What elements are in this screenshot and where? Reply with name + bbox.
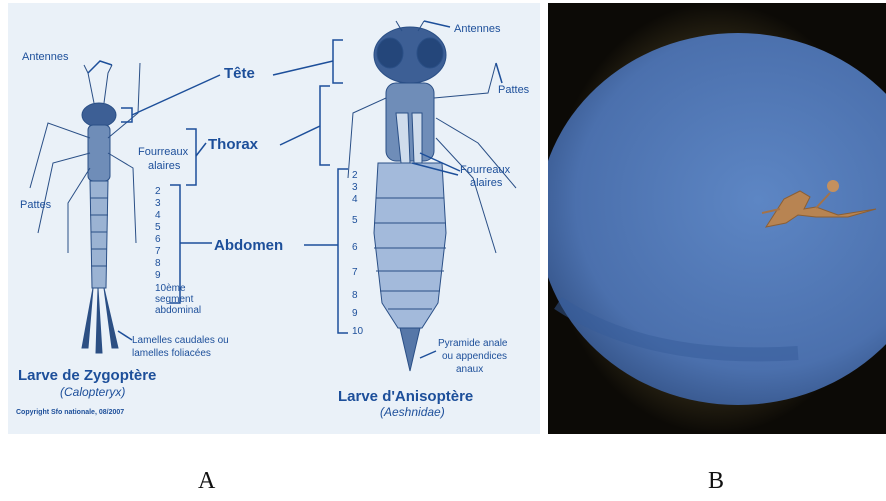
label-fourreaux-right-2: alaires <box>470 177 503 189</box>
segment-right-7: 7 <box>352 267 358 278</box>
panel-label-b: B <box>708 468 724 495</box>
label-antennes-left: Antennes <box>22 51 69 63</box>
panel-a-diagram: Antennes Pattes Fourreaux alaires Tête T… <box>8 3 540 434</box>
segment-right-9: 9 <box>352 308 358 319</box>
label-pyramide-3: anaux <box>456 364 483 375</box>
segment-numbers-left: 2 3 4 5 6 7 8 9 10ème segment abdominal <box>155 186 201 316</box>
segment-left-3: 3 <box>155 198 161 209</box>
segment-right-5: 5 <box>352 215 358 226</box>
label-pyramide-1: Pyramide anale <box>438 338 508 349</box>
larvae-diagram: Antennes Pattes Fourreaux alaires Tête T… <box>8 3 540 434</box>
label-pyramide-2: ou appendices <box>442 351 507 362</box>
label-antennes-right: Antennes <box>454 23 501 35</box>
zygoptera-subtitle: (Calopteryx) <box>60 385 125 399</box>
segment-left-10-line2: segment <box>155 294 194 305</box>
label-pattes-left: Pattes <box>20 199 52 211</box>
segment-right-10: 10 <box>352 326 364 337</box>
panel-b-photo <box>548 3 886 434</box>
label-pattes-right: Pattes <box>498 84 530 96</box>
zygoptera-title: Larve de Zygoptère <box>18 367 156 384</box>
segment-left-10-line3: abdominal <box>155 305 201 316</box>
label-thorax: Thorax <box>208 136 259 153</box>
anisoptera-subtitle: (Aeshnidae) <box>380 405 445 419</box>
panel-label-a: A <box>198 468 215 495</box>
label-lamelles-2: lamelles foliacées <box>132 348 211 359</box>
segment-left-6: 6 <box>155 234 161 245</box>
copyright-text: Copyright Sfo nationale, 08/2007 <box>16 409 124 416</box>
segment-left-2: 2 <box>155 186 161 197</box>
segment-right-2: 2 <box>352 170 358 181</box>
segment-left-7: 7 <box>155 246 161 257</box>
segment-left-4: 4 <box>155 210 161 221</box>
segment-left-9: 9 <box>155 270 161 281</box>
segment-right-6: 6 <box>352 242 358 253</box>
segment-right-4: 4 <box>352 194 358 205</box>
segment-right-3: 3 <box>352 182 358 193</box>
segment-left-8: 8 <box>155 258 161 269</box>
segment-left-5: 5 <box>155 222 161 233</box>
label-fourreaux-right-1: Fourreaux <box>460 164 511 176</box>
label-tete: Tête <box>224 65 255 82</box>
segment-right-8: 8 <box>352 290 358 301</box>
segment-numbers-right: 2 3 4 5 6 7 8 9 10 <box>352 170 364 337</box>
anisoptera-title: Larve d'Anisoptère <box>338 388 473 405</box>
label-abdomen: Abdomen <box>214 237 283 254</box>
label-fourreaux-left-1: Fourreaux <box>138 146 189 158</box>
anisoptera-larva-drawing <box>348 21 516 371</box>
larva-microscope-photo <box>548 3 886 434</box>
segment-left-10-line1: 10ème <box>155 283 186 294</box>
label-lamelles-1: Lamelles caudales ou <box>132 335 229 346</box>
label-fourreaux-left-2: alaires <box>148 160 181 172</box>
